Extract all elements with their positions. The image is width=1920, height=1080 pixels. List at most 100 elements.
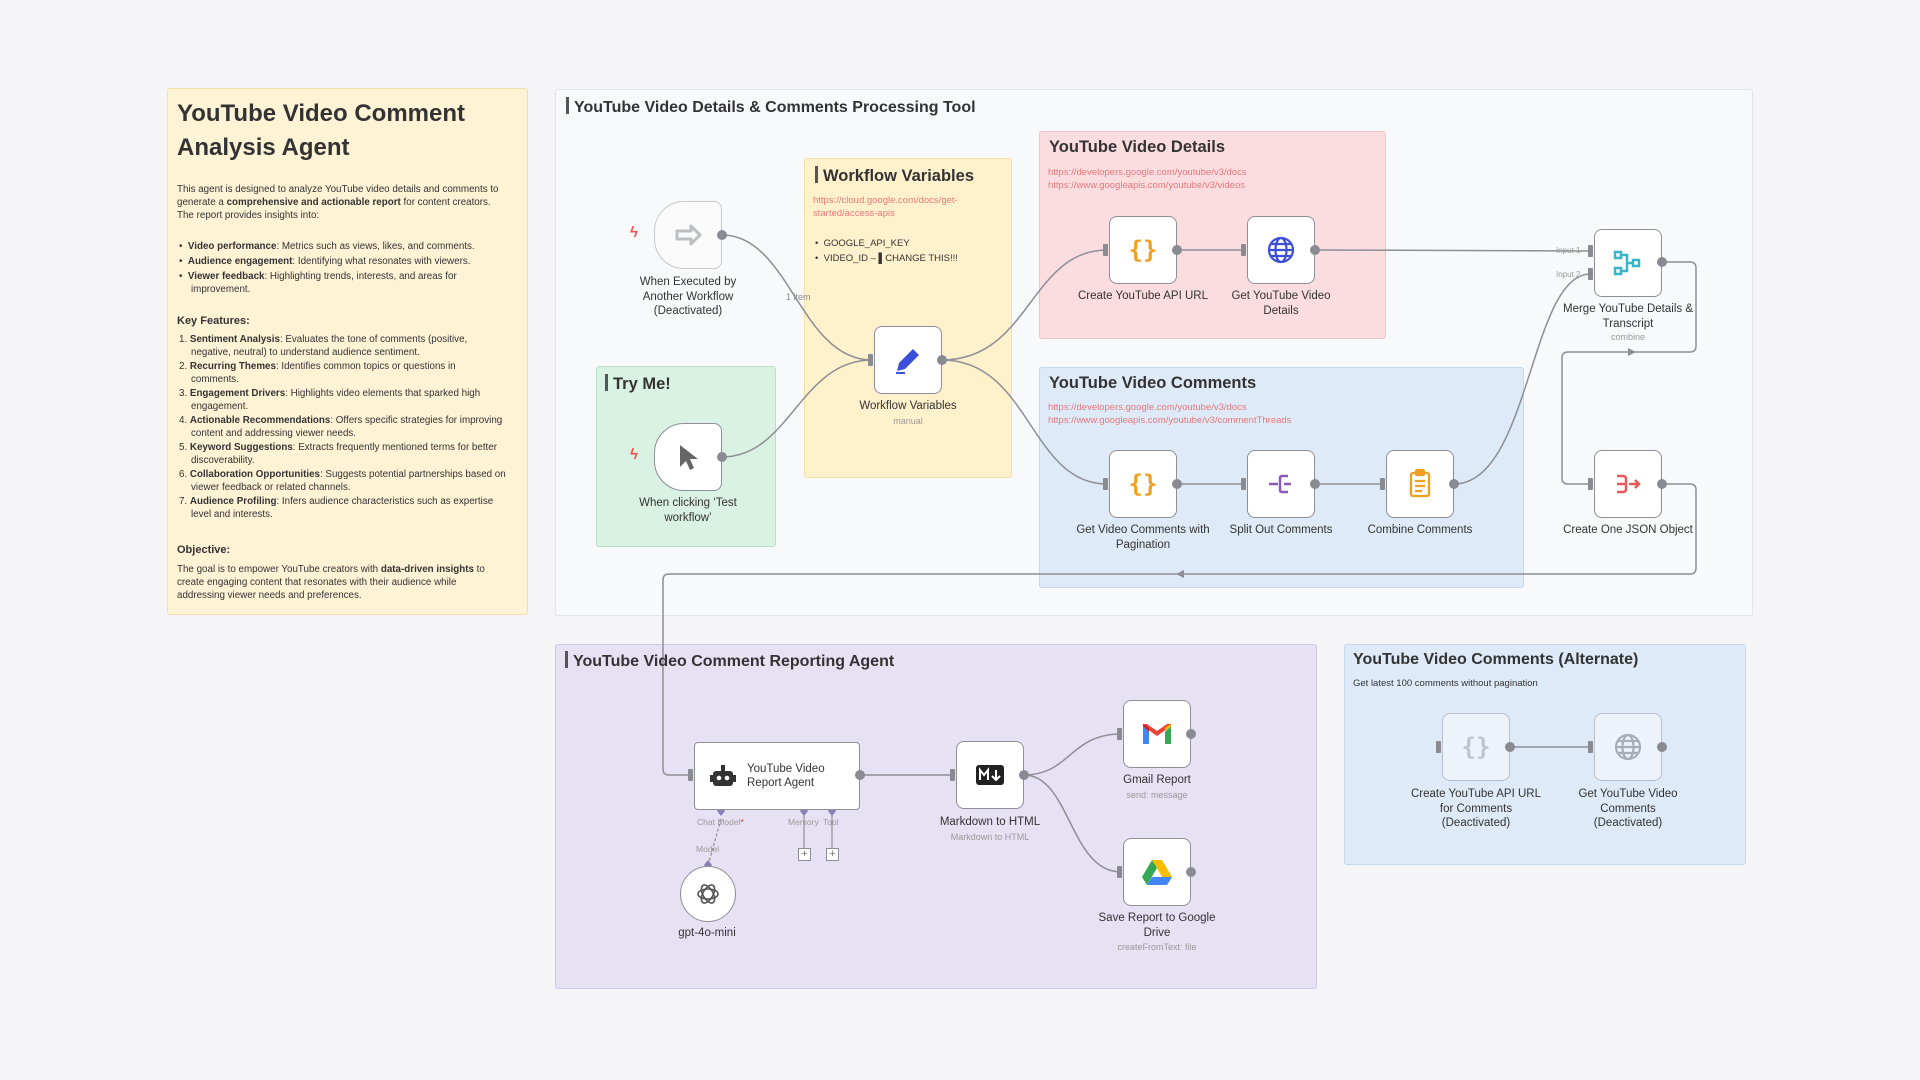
- input-handle[interactable]: [1380, 478, 1385, 490]
- merge-sub: combine: [1610, 332, 1646, 342]
- get-comments-node[interactable]: {}: [1109, 450, 1177, 518]
- output-handle[interactable]: [1019, 770, 1029, 780]
- output-handle[interactable]: [1172, 245, 1182, 255]
- video-details-title: YouTube Video Details: [1049, 138, 1226, 156]
- overview-note[interactable]: [167, 88, 528, 615]
- report-agent-node[interactable]: YouTube Video Report Agent: [694, 742, 860, 810]
- alternate-title: YouTube Video Comments (Alternate): [1353, 651, 1639, 668]
- edge-md-to-gdrive: [1023, 774, 1122, 873]
- overview-title-line2: Analysis Agent: [177, 134, 350, 161]
- input-handle[interactable]: [1241, 478, 1246, 490]
- svg-text:{}: {}: [1129, 470, 1158, 498]
- add-memory-button[interactable]: +: [798, 848, 811, 861]
- feature-continuation: content and addressing viewer needs.: [191, 428, 357, 439]
- insight-bold: Video performance: [187, 241, 277, 252]
- feature-continuation: viewer feedback or related channels.: [191, 482, 351, 493]
- workflow-variables-note[interactable]: [804, 158, 1012, 478]
- output-handle[interactable]: [1310, 479, 1320, 489]
- split-comments-node[interactable]: [1247, 450, 1315, 518]
- list-item: 5. Keyword Suggestions: Extracts frequen…: [179, 442, 497, 453]
- output-handle[interactable]: [1505, 742, 1515, 752]
- output-handle[interactable]: [717, 230, 727, 240]
- output-handle[interactable]: [1186, 867, 1196, 877]
- overview-intro-line2: generate a comprehensive and actionable …: [177, 196, 522, 209]
- input-handle[interactable]: [688, 769, 693, 781]
- input-handle[interactable]: [1588, 478, 1593, 490]
- merge-icon: [1613, 250, 1641, 276]
- features-heading: Key Features:: [177, 315, 250, 327]
- markdown-icon: [976, 765, 1004, 785]
- output-handle[interactable]: [1657, 479, 1667, 489]
- video-details-links[interactable]: https://developers.google.com/youtube/v3…: [1048, 166, 1247, 192]
- workflow-variables-node[interactable]: [874, 326, 942, 394]
- output-handle[interactable]: [937, 355, 947, 365]
- create-json-node[interactable]: [1594, 450, 1662, 518]
- insight-text: : Identifying what resonates with viewer…: [292, 256, 471, 267]
- label-line3: (Deactivated): [1441, 817, 1511, 829]
- input-handle[interactable]: [1117, 728, 1122, 740]
- google-drive-node[interactable]: [1123, 838, 1191, 906]
- workflow-vars-link[interactable]: https://cloud.google.com/docs/get- start…: [813, 194, 958, 220]
- feature-text: : Extracts frequently mentioned terms fo…: [292, 442, 497, 453]
- required-mark: *: [740, 817, 744, 827]
- try-me-title: Try Me!: [605, 374, 671, 394]
- alt-get-comments-node[interactable]: [1594, 713, 1662, 781]
- feature-bold: Collaboration Opportunities: [189, 469, 320, 480]
- feature-text: : Suggests potential partnerships based …: [319, 469, 506, 480]
- insight-continuation: improvement.: [191, 284, 251, 295]
- input-handle[interactable]: [1103, 478, 1108, 490]
- get-video-details-node[interactable]: [1247, 216, 1315, 284]
- markdown-to-html-label: Markdown to HTML: [939, 816, 1041, 828]
- output-handle[interactable]: [1310, 245, 1320, 255]
- overview-intro-c: for content creators.: [400, 197, 491, 208]
- combine-comments-node[interactable]: [1386, 450, 1454, 518]
- exec-workflow-trigger-node[interactable]: [654, 201, 722, 269]
- video-comments-title: YouTube Video Comments: [1049, 374, 1257, 392]
- output-handle[interactable]: [1449, 479, 1459, 489]
- input-handle[interactable]: [1588, 741, 1593, 753]
- objective-line3: addressing viewer needs and preferences.: [177, 590, 362, 601]
- feature-text: : Highlights video elements that sparked…: [285, 388, 481, 399]
- gpt-model-node[interactable]: [680, 866, 736, 922]
- objective-line2: create engaging content that resonates w…: [177, 577, 457, 588]
- var-item: GOOGLE_API_KEY: [823, 238, 910, 249]
- output-handle[interactable]: [1657, 742, 1667, 752]
- input-handle[interactable]: [1436, 741, 1441, 753]
- output-handle[interactable]: [1186, 729, 1196, 739]
- output-handle[interactable]: [855, 770, 865, 780]
- alt-create-api-url-node[interactable]: {}: [1442, 713, 1510, 781]
- workflow-vars-title-text: Workflow Variables: [823, 167, 974, 185]
- workflow-variables-label: Workflow Variables: [859, 400, 957, 412]
- markdown-to-html-node[interactable]: [956, 741, 1024, 809]
- feature-bold: Recurring Themes: [189, 361, 276, 372]
- merge-node[interactable]: [1594, 229, 1662, 297]
- feature-continuation: negative, neutral) to understand audienc…: [191, 347, 420, 358]
- input-handle[interactable]: [1103, 244, 1108, 256]
- add-tool-button[interactable]: +: [826, 848, 839, 861]
- video-details-note[interactable]: [1039, 131, 1386, 339]
- combine-comments-label: Combine Comments: [1367, 524, 1473, 536]
- edge-md-to-gmail: [1023, 733, 1122, 776]
- feature-text: : Evaluates the tone of comments (positi…: [279, 334, 468, 345]
- feature-text: : Offers specific strategies for improvi…: [330, 415, 503, 426]
- manual-trigger-node[interactable]: [654, 423, 722, 491]
- input-handle[interactable]: [1117, 866, 1122, 878]
- input-handle[interactable]: [1241, 244, 1246, 256]
- output-handle[interactable]: [1172, 479, 1182, 489]
- input-handle[interactable]: [1588, 245, 1593, 257]
- input-handle[interactable]: [950, 769, 955, 781]
- output-handle[interactable]: [1657, 257, 1667, 267]
- create-api-url-node[interactable]: {}: [1109, 216, 1177, 284]
- input-handle[interactable]: [1588, 268, 1593, 280]
- output-handle[interactable]: [717, 452, 727, 462]
- alternate-comments-note[interactable]: [1344, 644, 1746, 865]
- code-braces-icon: {}: [1129, 470, 1158, 498]
- edge-vars-to-get-comments: [941, 359, 1108, 485]
- video-comments-links[interactable]: https://developers.google.com/youtube/v3…: [1048, 401, 1291, 427]
- robot-icon: [710, 765, 736, 786]
- gmail-report-node[interactable]: [1123, 700, 1191, 768]
- google-drive-sub: createFromText: file: [1117, 942, 1197, 952]
- reporting-agent-group[interactable]: [555, 644, 1317, 989]
- feature-bold: Audience Profiling: [189, 496, 277, 507]
- input-handle[interactable]: [868, 354, 873, 366]
